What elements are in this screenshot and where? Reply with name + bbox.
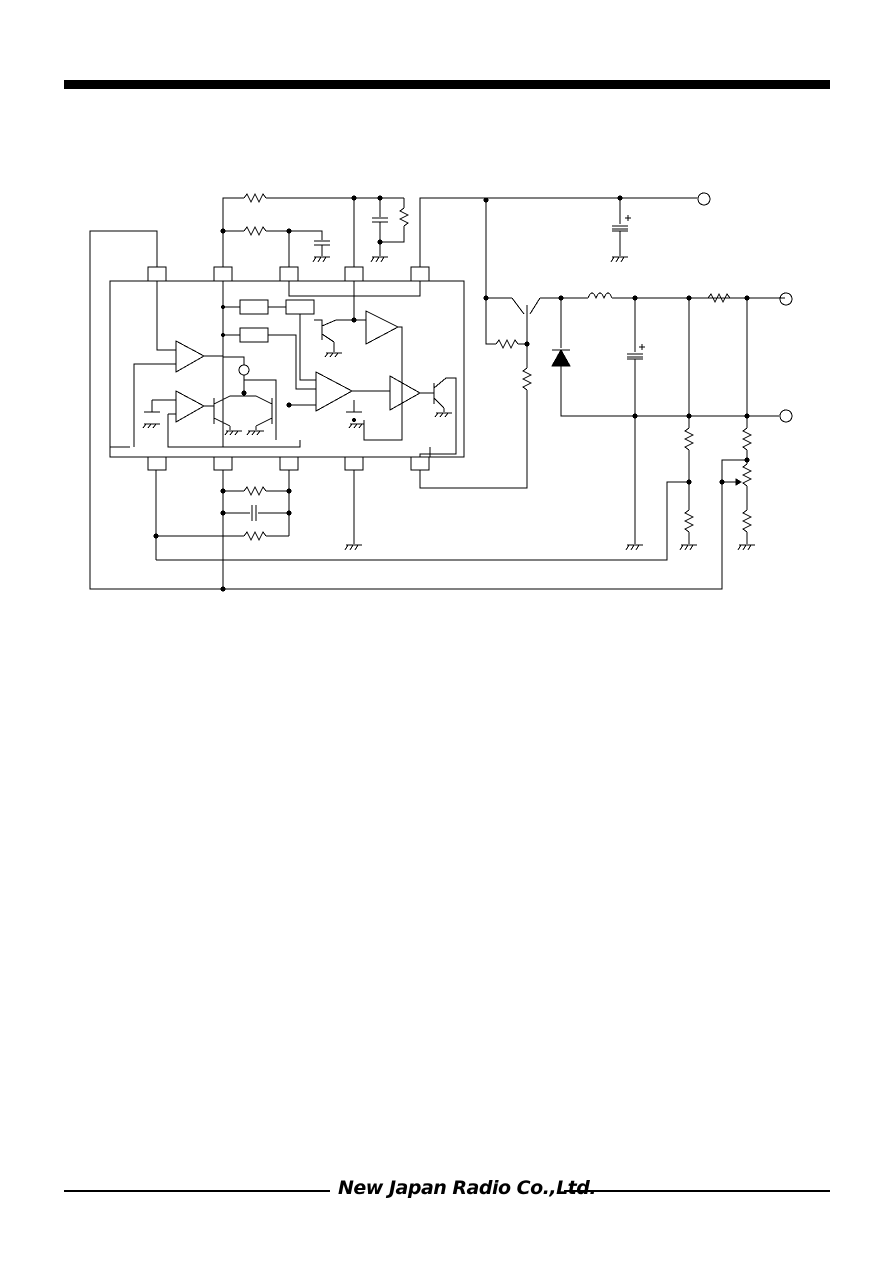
input-rail — [486, 192, 711, 263]
ic-pins-top — [147, 266, 430, 282]
resistor-bot-2 — [243, 530, 267, 542]
input-terminal — [697, 192, 711, 206]
resistor-top-3 — [398, 207, 410, 227]
output-terminal-neg — [779, 409, 793, 423]
resistor-top-1 — [243, 192, 267, 204]
internal-resistor-2 — [285, 299, 315, 315]
driver-buffer — [389, 375, 422, 411]
pin-1 — [147, 266, 167, 282]
ground-int-5 — [348, 423, 364, 429]
ground-3 — [610, 256, 628, 263]
diode — [551, 348, 571, 367]
resistor-base — [495, 338, 519, 350]
electrolytic-cap-out — [627, 353, 643, 360]
pin-4 — [344, 266, 364, 282]
potentiometer — [741, 463, 753, 487]
ground-6 — [737, 544, 755, 551]
resistor-div-2a — [741, 427, 753, 451]
resistor-div-1a — [683, 427, 695, 451]
header-rule — [64, 80, 830, 89]
current-source — [238, 364, 250, 376]
junction-dots — [153, 195, 750, 592]
opamp-2 — [175, 340, 206, 373]
inductor — [587, 292, 613, 300]
output-section — [89, 198, 793, 590]
pass-transistor — [511, 297, 541, 344]
capacitor-bot — [251, 505, 257, 521]
pin-2 — [213, 266, 233, 282]
ground-7 — [344, 544, 362, 551]
pin-8 — [279, 456, 299, 471]
ground-2 — [370, 256, 388, 263]
ground-int-3 — [224, 430, 242, 436]
pin-3 — [279, 266, 299, 282]
ground-int-2 — [142, 423, 160, 429]
ground-5 — [679, 544, 697, 551]
internal-transistor-2 — [433, 377, 447, 409]
resistor-div-1b — [683, 509, 695, 533]
pin-10 — [147, 456, 167, 471]
company-logo: New Japan Radio Co.,Ltd. — [338, 1177, 597, 1199]
opamp-3 — [175, 390, 206, 423]
resistor-div-2b — [741, 509, 753, 533]
ic-body — [109, 280, 465, 458]
ground-int-4 — [246, 430, 264, 436]
footer-rule-right — [564, 1190, 830, 1192]
pin-6 — [410, 456, 430, 471]
internal-resistor-1 — [239, 299, 269, 315]
footer-rule-left — [64, 1190, 330, 1192]
capacitor-top-2 — [372, 217, 388, 223]
output-terminal-pos — [779, 292, 793, 306]
electrolytic-cap-in — [612, 225, 628, 232]
comparator — [315, 371, 354, 412]
ground-int-6 — [434, 412, 452, 418]
opamp-1 — [365, 310, 400, 345]
internal-transistor-1 — [321, 319, 337, 343]
internal-resistor-3 — [239, 327, 269, 343]
ic-pins-bottom — [147, 456, 430, 471]
resistor-out — [707, 292, 731, 304]
top-network — [222, 192, 486, 267]
resistor-sense — [521, 367, 533, 391]
capacitor-top-1 — [314, 240, 330, 246]
ground-int-1 — [324, 352, 342, 358]
resistor-bot-1 — [243, 485, 267, 497]
diff-pair-left — [213, 395, 231, 427]
ic-internal — [110, 281, 457, 457]
diff-pair-right — [255, 395, 273, 427]
pin-9 — [213, 456, 233, 471]
pin-5 — [410, 266, 430, 282]
resistor-top-2 — [243, 225, 267, 237]
pin-7 — [344, 456, 364, 471]
bottom-network — [155, 470, 362, 589]
ground-1 — [312, 256, 330, 263]
ground-4 — [625, 544, 643, 551]
